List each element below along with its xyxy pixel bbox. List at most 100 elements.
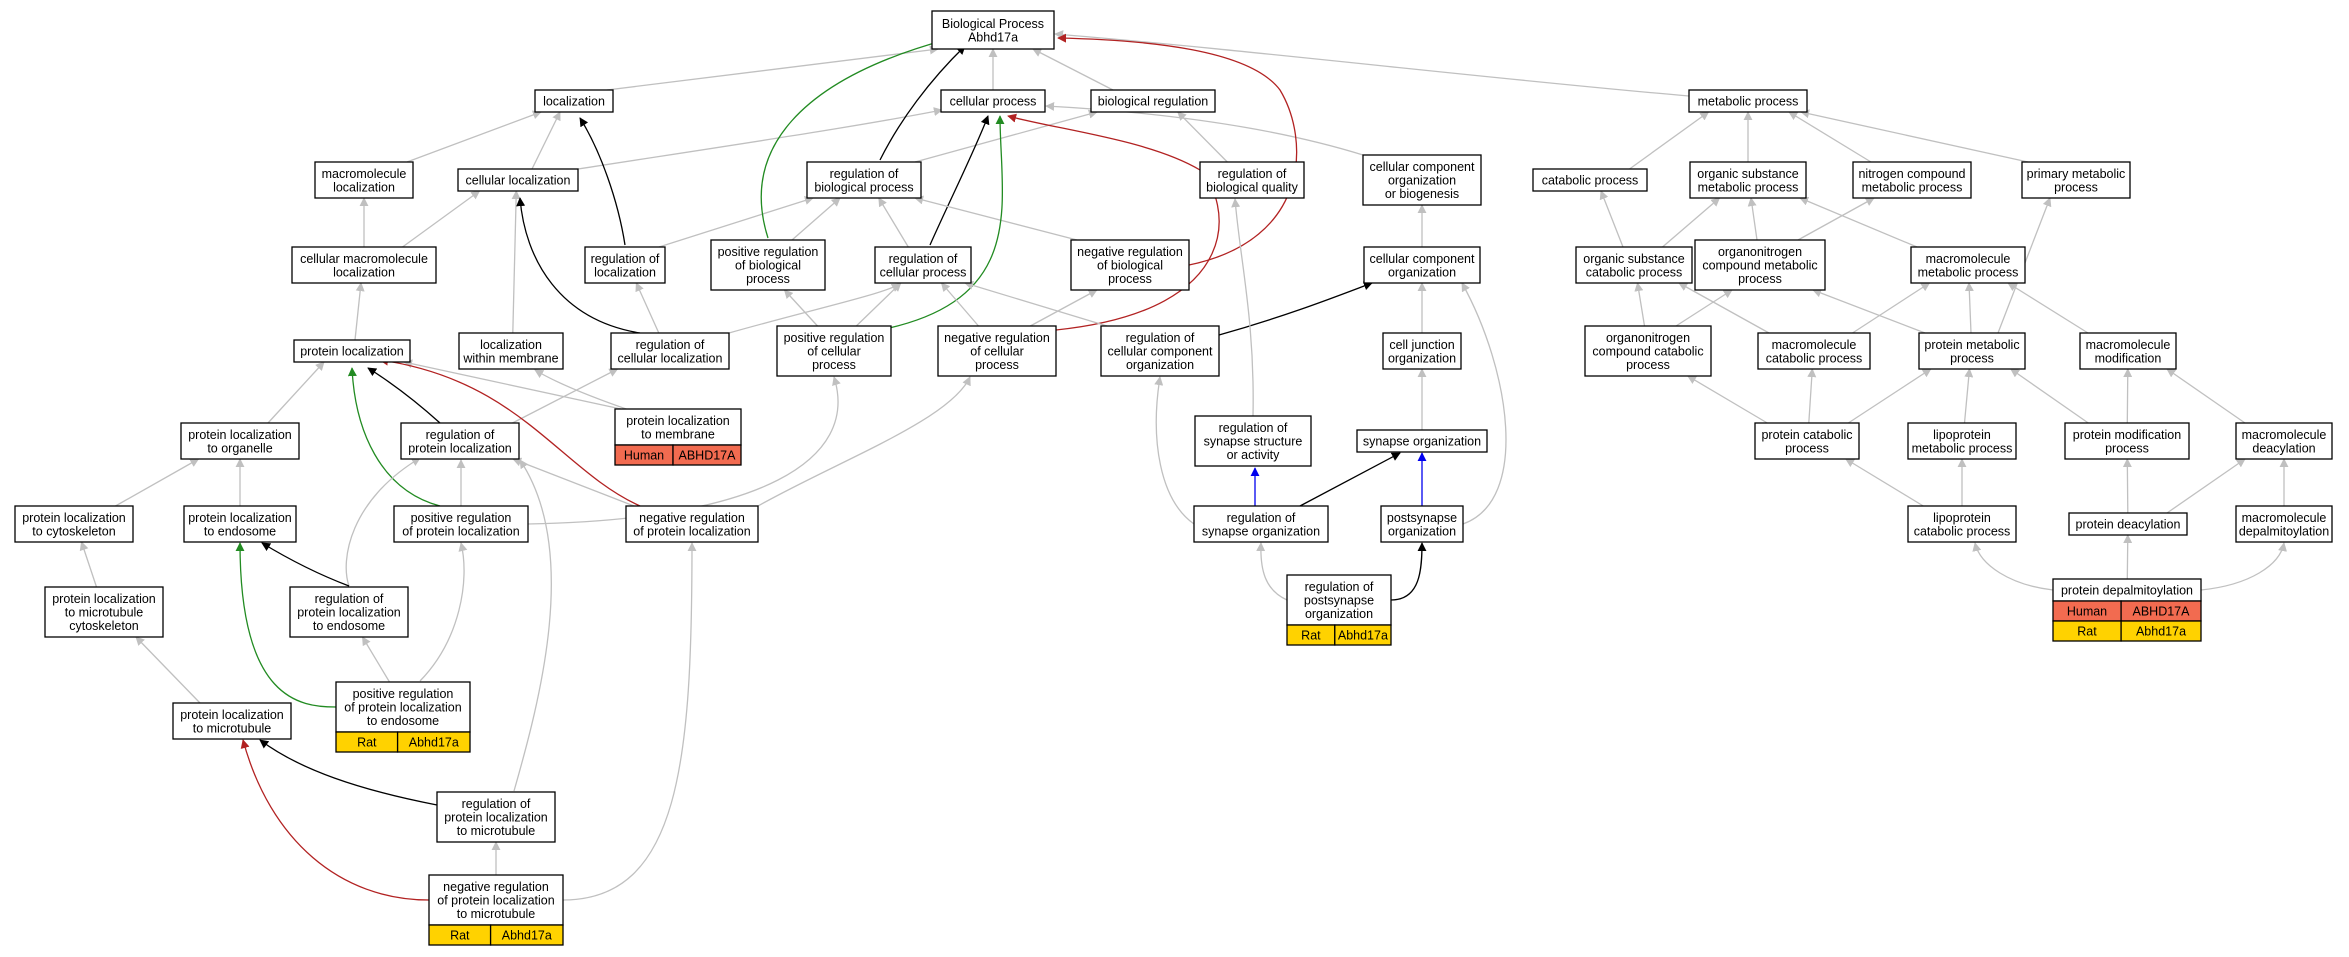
edge-line-is-a	[1256, 542, 1288, 601]
go-term-node-mp[interactable]: metabolic process	[1688, 89, 1808, 113]
node-label-line: process	[746, 272, 790, 286]
edge-line-is-a	[2007, 282, 2089, 334]
node-label-line: macromolecule	[1926, 252, 2011, 266]
node-box	[44, 586, 164, 638]
node-label-line: metabolic process	[1698, 180, 1799, 194]
edge-line-regulates	[1390, 542, 1427, 601]
edge-pmp-to-mp	[1800, 109, 2029, 163]
badge-org-label: Human	[624, 449, 664, 463]
edge-lpcp-to-pcp	[1845, 458, 1924, 507]
edge-line-is-a	[345, 457, 421, 587]
node-label-line: catabolic process	[1542, 174, 1639, 188]
node-label-line: catabolic process	[1914, 524, 2011, 538]
edge-cl-to-cp	[577, 107, 943, 170]
go-term-node-br[interactable]: biological regulation	[1090, 89, 1216, 113]
node-box	[1754, 422, 1860, 460]
node-label-line: localization	[333, 180, 395, 194]
edge-nrbp-to-rbp	[914, 195, 1078, 241]
edge-onccp-to-oncmp	[1675, 289, 1733, 327]
node-label-line: lipoprotein	[1933, 511, 1991, 525]
node-label-line: positive regulation	[353, 687, 454, 701]
edge-ncmp-to-mp	[1788, 111, 1872, 163]
edge-line-is-a	[403, 359, 622, 410]
edge-rploc-to-rcl	[512, 368, 619, 424]
go-term-node-ploc[interactable]: protein localization	[293, 339, 411, 363]
edge-line-positively-regulates	[235, 542, 337, 708]
edge-nrcp-to-cp	[1007, 113, 1220, 331]
node-label-line: postsynapse	[1387, 511, 1457, 525]
edge-rssa-to-rbq	[1231, 198, 1254, 417]
node-label-line: process	[975, 358, 1019, 372]
edge-pso-to-cco	[1461, 282, 1507, 525]
go-term-node-cp[interactable]: cellular process	[940, 89, 1046, 113]
node-label-line: protein deacylation	[2076, 518, 2181, 532]
node-box	[293, 339, 411, 363]
node-label-line: metabolic process	[1912, 441, 2013, 455]
edge-line-is-a	[791, 197, 841, 241]
edge-ccob-to-cp	[1045, 101, 1364, 156]
go-term-node-catp[interactable]: catabolic process	[1532, 168, 1648, 192]
badge-gene-label: Abhd17a	[409, 736, 459, 750]
edge-protmp-to-oncmp	[1812, 288, 1926, 334]
go-term-node-pdeac[interactable]: protein deacylation	[2068, 512, 2188, 536]
node-label-line: protein localization	[52, 592, 156, 606]
go-term-node-so[interactable]: synapse organization	[1356, 429, 1488, 453]
node-box	[584, 246, 666, 284]
go-term-node-cl[interactable]: cellular localization	[457, 168, 579, 192]
edge-line-is-a	[1964, 282, 1974, 334]
edge-prple-to-rple	[361, 636, 391, 683]
go-term-node-loc[interactable]: localization	[534, 89, 614, 113]
